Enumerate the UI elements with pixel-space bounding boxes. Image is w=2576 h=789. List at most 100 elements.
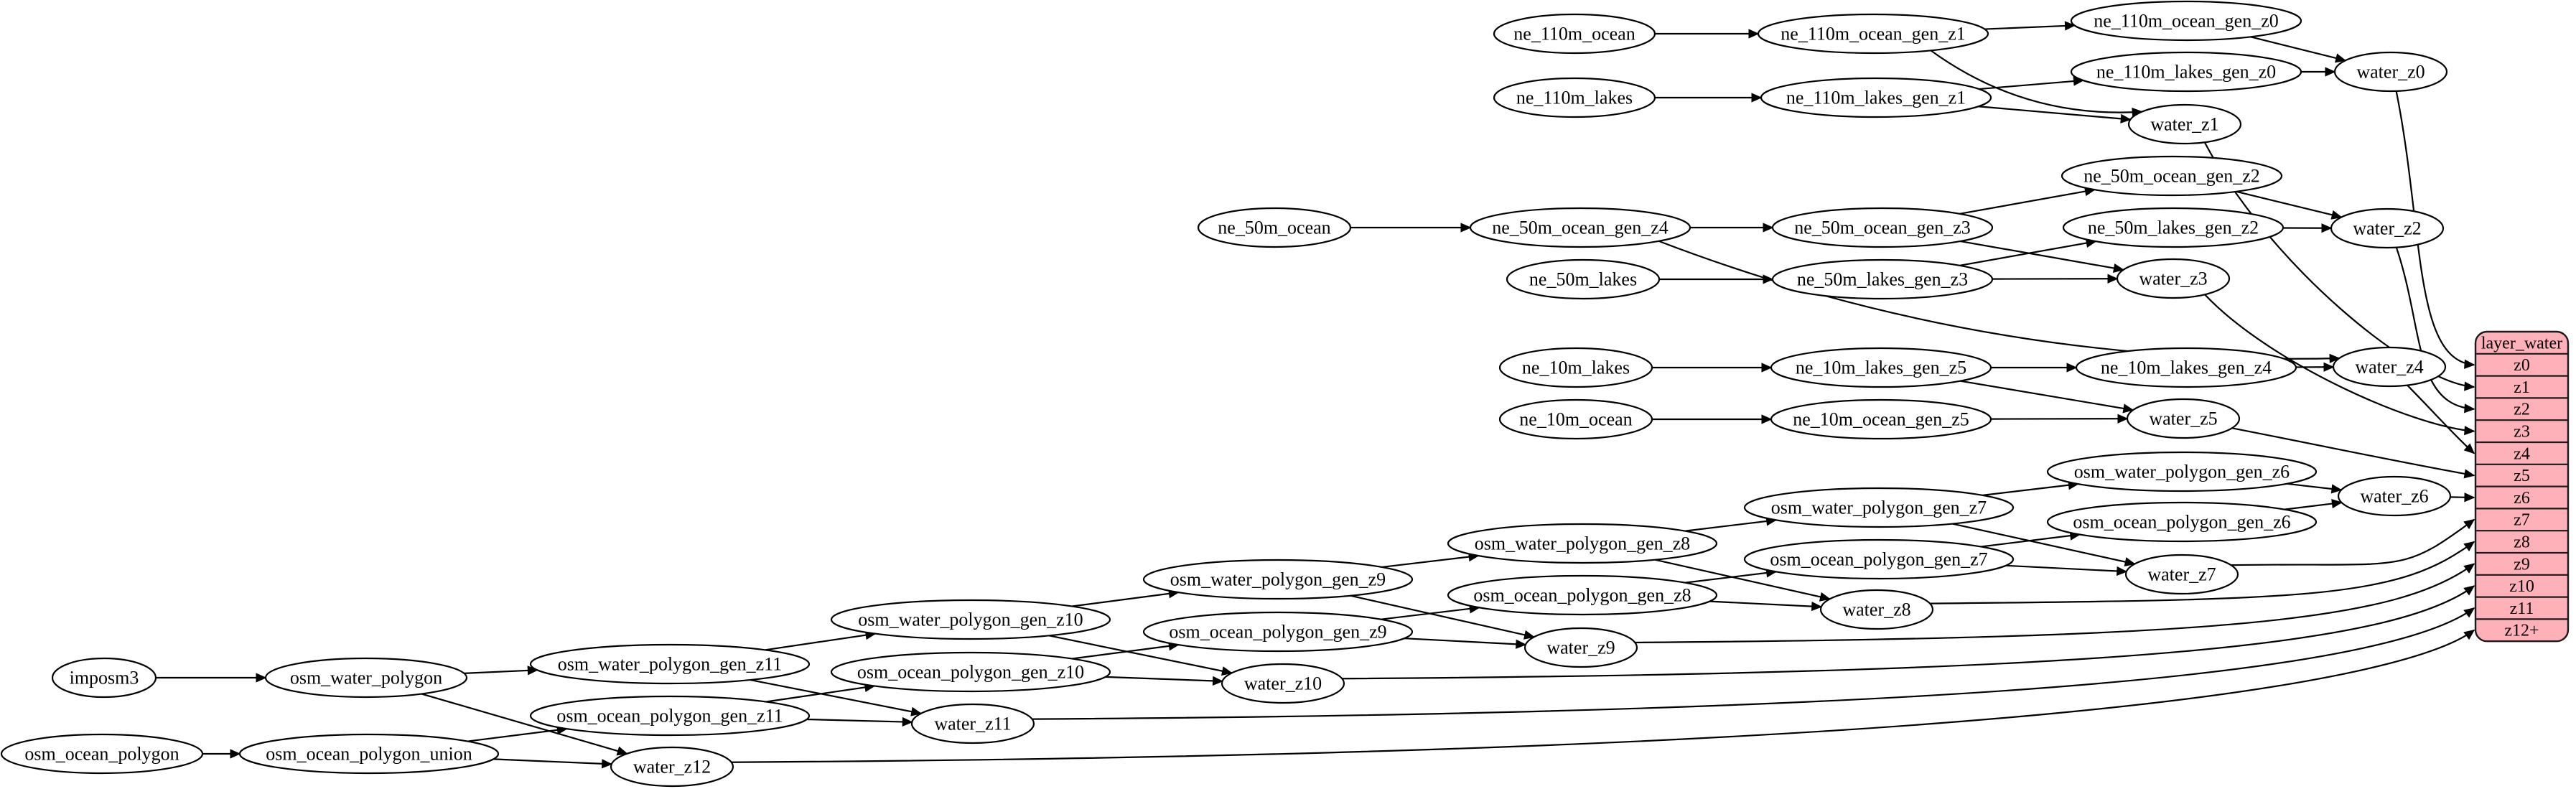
node-label: ne_110m_lakes_gen_z1 [1786,88,1966,108]
node-ne_110m_ocean_gen_z0: ne_110m_ocean_gen_z0 [2070,0,2302,42]
edge-osm_water_polygon_gen_z8--osm_water_polygon_gen_z7 [1685,516,1778,532]
edge-osm_ocean_polygon_gen_z10--water_z10 [1105,676,1224,686]
edge-water_z3--layer_water-z3 [2204,294,2475,436]
edge-ne_50m_ocean_gen_z2--water_z2 [2236,190,2343,220]
edge-water_z7--layer_water-z7 [2231,518,2475,566]
node-ellipse [1447,523,1718,564]
node-water_z1: water_z1 [2127,103,2242,145]
node-water_z11: water_z11 [910,703,1035,744]
node-label: osm_water_polygon_gen_z8 [1475,533,1690,554]
layer-water-row-label-z7: z7 [2514,511,2530,530]
node-ellipse [529,643,811,685]
node-label: ne_10m_ocean [1519,409,1632,430]
edge-osm_water_polygon_gen_z6--water_z6 [2287,482,2343,494]
node-ellipse [529,695,811,737]
node-imposm3: imposm3 [51,657,157,699]
node-ne_50m_ocean_gen_z2: ne_50m_ocean_gen_z2 [2061,155,2283,197]
node-label: water_z0 [2356,62,2425,83]
node-label: ne_50m_lakes_gen_z3 [1797,269,1968,290]
layer-water-row-label-z9: z9 [2514,555,2530,574]
edge-ne_10m_lakes_gen_z5--water_z5 [1960,380,2134,414]
node-ellipse [830,599,1111,640]
node-label: osm_ocean_polygon_gen_z7 [1770,549,1987,570]
node-ne_50m_ocean_gen_z4: ne_50m_ocean_gen_z4 [1469,207,1691,248]
edge-water_z1--layer_water-z1 [2203,141,2475,391]
node-ne_110m_ocean_gen_z1: ne_110m_ocean_gen_z1 [1757,13,1989,55]
node-ellipse [1506,258,1661,300]
edge-ne_50m_lakes_gen_z3--ne_50m_lakes_gen_z2 [1959,238,2097,266]
edge-osm_ocean_polygon_union--osm_ocean_polygon_gen_z11 [467,725,568,742]
edge-osm_ocean_polygon_gen_z7--osm_ocean_polygon_gen_z6 [1981,531,2081,548]
node-ellipse [2075,347,2297,388]
node-ellipse [1498,398,1653,440]
edge-osm_water_polygon_gen_z9--osm_water_polygon_gen_z8 [1381,552,1480,569]
node-osm_water_polygon: osm_water_polygon [264,657,468,699]
node-ellipse [830,651,1111,693]
edge-osm_water_polygon_gen_z8--water_z8 [1654,559,1831,602]
node-osm_ocean_polygon_gen_z8: osm_ocean_polygon_gen_z8 [1447,574,1718,616]
edge-osm_water_polygon_gen_z7--osm_water_polygon_gen_z6 [1982,480,2079,496]
node-ellipse [51,657,157,699]
layer-water-row-label-z5: z5 [2514,467,2530,485]
node-label: ne_110m_lakes [1516,88,1633,108]
node-osm_ocean_polygon_gen_z11: osm_ocean_polygon_gen_z11 [529,695,811,737]
edge-ne_50m_ocean_gen_z3--ne_50m_ocean_gen_z2 [1959,187,2096,215]
node-osm_ocean_polygon_gen_z7: osm_ocean_polygon_gen_z7 [1743,538,2015,580]
node-label: water_z5 [2149,408,2217,429]
node-ne_110m_lakes_gen_z1: ne_110m_lakes_gen_z1 [1760,77,1992,118]
node-label: water_z10 [1244,673,1322,694]
node-osm_water_polygon_gen_z10: osm_water_polygon_gen_z10 [830,599,1111,640]
node-label: water_z3 [2139,269,2207,289]
node-osm_ocean_polygon_gen_z9: osm_ocean_polygon_gen_z9 [1142,611,1414,653]
node-ne_10m_ocean_gen_z5: ne_10m_ocean_gen_z5 [1770,398,1992,440]
edge-ne_110m_lakes_gen_z1--water_z1 [1978,106,2132,123]
edge-osm_water_polygon_gen_z10--water_z10 [1048,635,1233,676]
edge-osm_ocean_polygon_gen_z8--osm_ocean_polygon_gen_z7 [1685,568,1778,584]
node-ellipse [1771,207,1994,248]
node-ne_50m_ocean: ne_50m_ocean [1197,207,1352,248]
node-ellipse [1447,574,1718,616]
node-ne_110m_ocean: ne_110m_ocean [1493,13,1656,55]
node-label: ne_50m_lakes [1529,269,1637,290]
node-ellipse [1493,77,1656,118]
edge-ne_110m_lakes_gen_z1--ne_110m_lakes_gen_z0 [1979,76,2085,90]
layer-water-row-label-z10: z10 [2509,577,2534,596]
node-ellipse [2124,554,2239,595]
node-ellipse [1743,487,2015,528]
node-osm_ocean_polygon_gen_z6: osm_ocean_polygon_gen_z6 [2046,501,2318,543]
edge-osm_water_polygon--water_z12 [421,693,628,756]
node-ellipse [2062,207,2285,248]
node-label: osm_water_polygon_gen_z7 [1771,498,1987,518]
layer-water-row-label-z1: z1 [2514,378,2530,397]
node-ellipse [1498,347,1653,388]
node-ellipse [2116,258,2231,299]
node-ellipse [2126,398,2241,439]
node-water_z9: water_z9 [1523,627,1638,668]
node-osm_ocean_polygon_gen_z10: osm_ocean_polygon_gen_z10 [830,651,1111,693]
node-label: osm_water_polygon_gen_z10 [858,610,1083,630]
layer-water-row-label-z12plus: z12+ [2504,622,2539,640]
edge-ne_110m_ocean_gen_z0--water_z0 [2250,36,2347,63]
edge-osm_ocean_polygon_union--water_z12 [493,758,613,769]
layer-water-table: layer_waterz0z1z2z3z4z5z6z7z8z9z10z11z12… [2474,330,2570,643]
node-label: ne_10m_lakes [1522,358,1630,378]
node-label: water_z4 [2355,357,2423,378]
node-label: water_z2 [2353,218,2421,239]
node-water_z2: water_z2 [2330,207,2445,249]
node-ellipse [0,733,204,775]
node-label: osm_ocean_polygon_union [266,744,472,765]
node-label: water_z7 [2147,564,2216,585]
node-ellipse [2061,155,2283,197]
nodes-layer: ne_110m_ocean ne_110m_ocean_gen_z1 ne_110m… [0,0,2452,788]
node-ellipse [1142,559,1414,600]
edge-osm_ocean_polygon_gen_z7--water_z7 [2005,564,2128,576]
node-water_z3: water_z3 [2116,258,2231,299]
layer-water-row-label-z6: z6 [2514,489,2530,508]
layer-water-row-label-z2: z2 [2514,401,2530,419]
node-ne_110m_lakes: ne_110m_lakes [1493,77,1656,118]
node-ellipse [2046,451,2318,492]
node-ellipse [2337,475,2452,517]
layer-water-row-label-z8: z8 [2514,533,2530,552]
node-water_z7: water_z7 [2124,554,2239,595]
